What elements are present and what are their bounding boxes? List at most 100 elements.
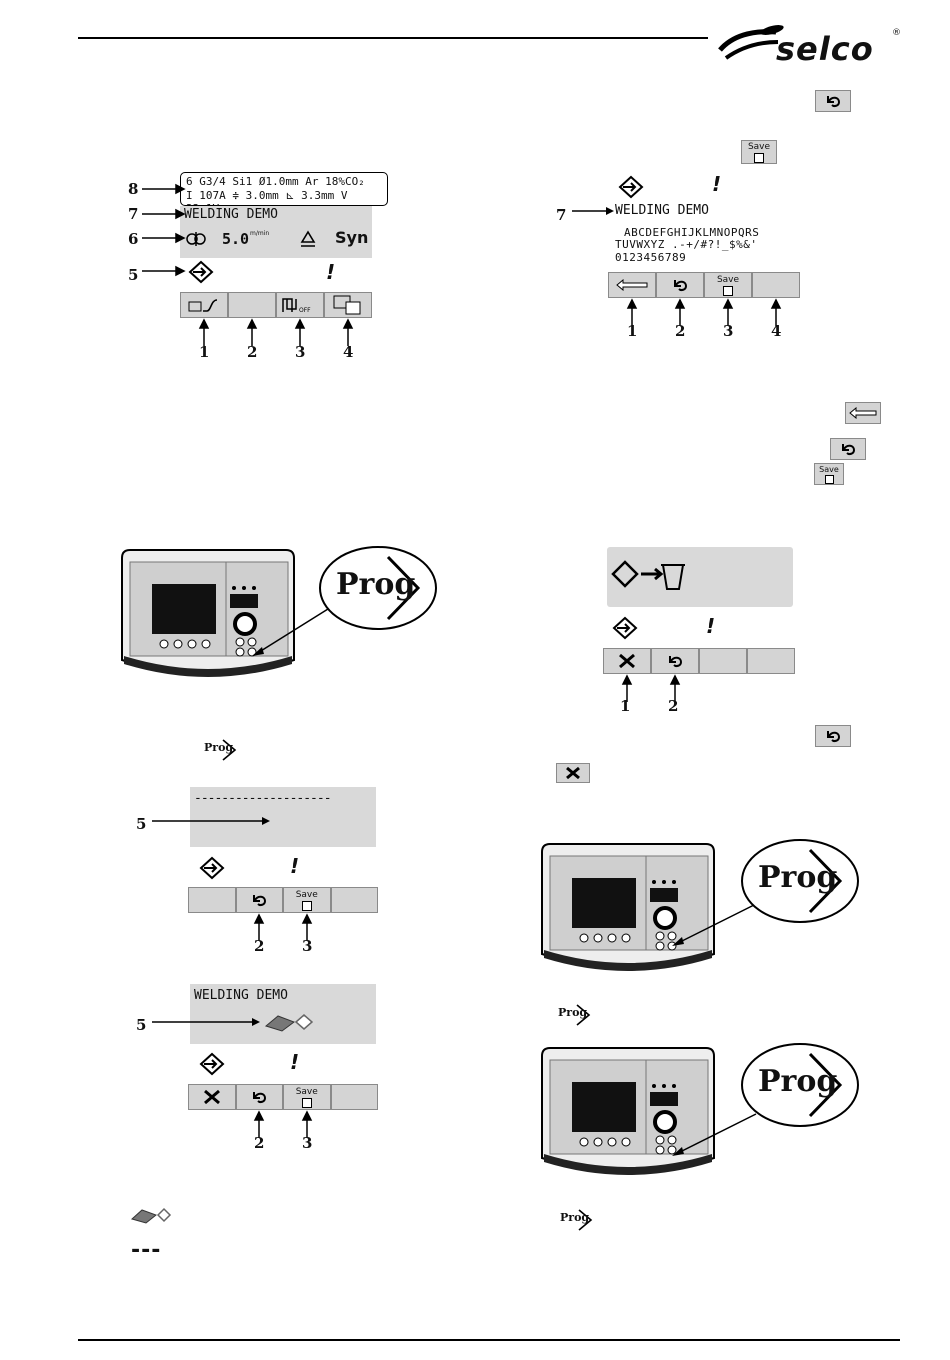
fig6-button-bar: Save [188, 1084, 378, 1110]
fig3-button-3[interactable] [699, 648, 747, 674]
fig2-label-4: 4 [771, 322, 782, 340]
fig1-lcd: WELDING DEMO 5.0 m/min Syn [180, 206, 372, 258]
fig3-button-arrows [621, 674, 681, 702]
undo-icon [674, 280, 688, 291]
fig1-speed: 5.0 [222, 230, 250, 248]
fig2-callout-7: 7 [556, 206, 567, 224]
fig2-button-4[interactable] [752, 272, 800, 298]
fig7-pointer-line [672, 903, 757, 946]
x-icon [203, 1089, 220, 1105]
fig8-pointer-line [672, 1113, 757, 1156]
delete-to-bin-icon [611, 560, 685, 590]
weld-curve-icon [188, 299, 218, 312]
fig3-label-2: 2 [668, 697, 679, 715]
fig5-button-arrows [253, 913, 313, 941]
fig1-button-2[interactable] [228, 292, 276, 318]
prog-icon: Prog [555, 1003, 595, 1027]
fig3-button-bar [603, 648, 795, 674]
fig5-undo-button[interactable] [235, 887, 283, 913]
fig5-button-4[interactable] [330, 887, 378, 913]
wire-spool-icon [186, 232, 206, 246]
fig1-label-3: 3 [295, 343, 306, 361]
fig5-label-3: 3 [302, 937, 313, 955]
fig2-button-bar: Save [608, 272, 800, 298]
fig5-button-1[interactable] [188, 887, 236, 913]
fig1-callout-8: 8 [128, 180, 139, 198]
prog-icon: Prog [557, 1208, 597, 1232]
fig3-nav-icon [612, 616, 638, 640]
fig6-callout-arrow [152, 1018, 260, 1026]
fig1-label-4: 4 [343, 343, 354, 361]
x-icon [619, 653, 635, 669]
fig4-prog-callout: Prog [318, 545, 438, 631]
menu-screens-icon [333, 295, 361, 315]
memory-chip-icon [130, 1205, 172, 1225]
fig1-button-arrows [198, 318, 354, 346]
fig8-prog-callout: Prog [740, 1042, 860, 1128]
header-rule [78, 37, 708, 39]
fig4-machine-panel [118, 548, 298, 682]
fig6-label-2: 2 [254, 1134, 265, 1152]
fig1-callout-7: 7 [128, 205, 139, 223]
prog-icon: Prog [201, 738, 241, 762]
fig1-cursor: ! [326, 260, 336, 284]
fig1-button-3[interactable]: OFF [276, 292, 324, 318]
fig6-undo-button[interactable] [235, 1084, 283, 1110]
swoosh-icon [718, 25, 784, 60]
fig6-nav-icon [199, 1052, 225, 1076]
fig1-syn: Syn [335, 228, 369, 247]
fig5-dashes: -------------------- [194, 791, 332, 806]
fig2-backspace-button[interactable] [608, 272, 656, 298]
save-icon: Save [814, 463, 844, 485]
fig3-delete-button[interactable] [603, 648, 651, 674]
fig5-lcd: -------------------- [190, 787, 376, 847]
save-icon: Save [295, 890, 318, 900]
fig1-callout-arrows [142, 183, 186, 277]
fig3-button-4[interactable] [747, 648, 795, 674]
selco-logo: selco ® [712, 22, 902, 68]
fig6-delete-button[interactable] [188, 1084, 236, 1110]
fig6-button-4[interactable] [330, 1084, 378, 1110]
fig2-charset-row2: TUVWXYZ .-+/#?!_$%&' [615, 238, 758, 251]
undo-icon [830, 438, 866, 460]
fig6-button-arrows [253, 1110, 313, 1138]
fig5-nav-icon [199, 856, 225, 880]
pulse-off-icon: OFF [282, 298, 311, 314]
save-icon: Save [295, 1087, 318, 1097]
save-icon: Save [716, 275, 740, 285]
fig5-cursor: ! [290, 854, 300, 878]
fig1-button-1[interactable] [180, 292, 228, 318]
fig3-undo-button[interactable] [651, 648, 699, 674]
fig1-button-bar: OFF [180, 292, 372, 318]
fig5-callout-5: 5 [136, 815, 147, 833]
fig1-label-1: 1 [199, 343, 210, 361]
undo-icon [669, 656, 683, 667]
backspace-icon [845, 402, 881, 424]
brand-name: selco [776, 30, 874, 68]
fig6-lcd: WELDING DEMO [190, 984, 376, 1044]
undo-icon [815, 725, 851, 747]
footer-rule [78, 1339, 900, 1341]
fig5-save-button[interactable]: Save [283, 887, 331, 913]
fig1-title: WELDING DEMO [184, 207, 278, 222]
fig1-nav-icon [188, 260, 214, 284]
fig5-label-2: 2 [254, 937, 265, 955]
fig4-pointer-line [252, 603, 337, 656]
fig1-button-4[interactable] [324, 292, 372, 318]
fig7-prog-callout: Prog [740, 838, 860, 924]
fig2-charset-row3: 0123456789 [615, 251, 687, 264]
fig6-title: WELDING DEMO [194, 988, 288, 1003]
undo-icon [815, 90, 851, 112]
fig6-save-button[interactable]: Save [283, 1084, 331, 1110]
fig2-nav-icon [618, 175, 644, 199]
fig2-save-button[interactable]: Save [704, 272, 752, 298]
fig2-undo-button[interactable] [656, 272, 704, 298]
fig5-button-bar: Save [188, 887, 378, 913]
fig8-machine-panel [538, 1046, 718, 1180]
empty-slot-dashes: --- [131, 1238, 162, 1263]
fig3-label-1: 1 [620, 697, 631, 715]
fig2-label-1: 1 [627, 322, 638, 340]
undo-icon [253, 895, 267, 906]
fig5-callout-arrow [152, 817, 270, 825]
fig2-charset-row1: ABCDEFGHIJKLMNOPQRS [624, 226, 760, 239]
